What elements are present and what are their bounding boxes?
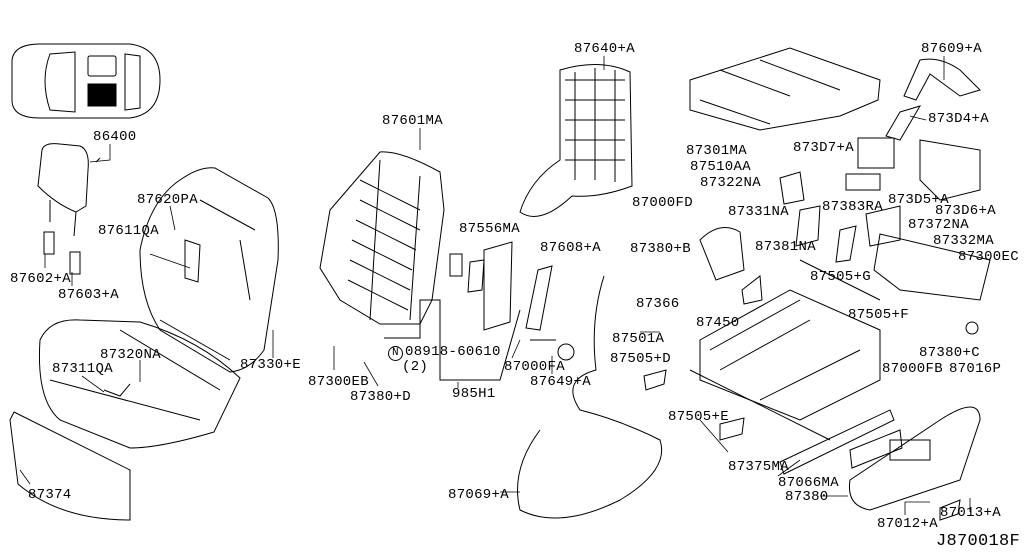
part-number-08918: 08918-60610 [405, 344, 501, 360]
part-label-87069A[interactable]: 87069+A [448, 487, 509, 503]
part-label-87505E[interactable]: 87505+E [668, 409, 729, 425]
part-quantity: (2) [402, 359, 429, 375]
part-label-87301MA[interactable]: 87301MA [686, 143, 747, 159]
part-label-87380[interactable]: 87380 [785, 489, 829, 505]
part-label-87603A[interactable]: 87603+A [58, 287, 119, 303]
part-label-87000FB[interactable]: 87000FB [882, 361, 943, 377]
part-label-87380B[interactable]: 87380+B [630, 241, 691, 257]
seatback-frame-87601MA [319, 151, 445, 325]
part-label-87372NA[interactable]: 87372NA [908, 217, 969, 233]
seat-front-trim-87374 [9, 411, 131, 521]
leader-lines [19, 56, 971, 515]
bracket-985H1 [384, 299, 521, 381]
part-label-87649A[interactable]: 87649+A [530, 374, 591, 390]
part-label-87602A[interactable]: 87602+A [10, 271, 71, 287]
part-label-985H1[interactable]: 985H1 [452, 386, 496, 402]
part-label-87066MA[interactable]: 87066MA [778, 475, 839, 491]
part-label-87383RA[interactable]: 87383RA [822, 199, 883, 215]
part-label-87012A[interactable]: 87012+A [877, 516, 938, 532]
harness-87069A [517, 275, 663, 519]
part-label-87332MA[interactable]: 87332MA [933, 233, 994, 249]
part-label-87608A[interactable]: 87608+A [540, 240, 601, 256]
part-label-873D7A[interactable]: 873D7+A [793, 140, 854, 156]
vehicle-locator-icon [11, 43, 161, 119]
part-label-87380C[interactable]: 87380+C [919, 345, 980, 361]
part-label-87300EC[interactable]: 87300EC [958, 249, 1019, 265]
part-label-87611QA[interactable]: 87611QA [98, 223, 159, 239]
part-label-87375MA[interactable]: 87375MA [728, 459, 789, 475]
part-label-87601MA[interactable]: 87601MA [382, 113, 443, 129]
part-label-87450[interactable]: 87450 [696, 315, 740, 331]
part-label-87311QA[interactable]: 87311QA [52, 361, 113, 377]
seatback-cover [139, 167, 279, 373]
part-label-87556MA[interactable]: 87556MA [459, 221, 520, 237]
part-label-87000FA[interactable]: 87000FA [504, 359, 565, 375]
part-label-87510AA[interactable]: 87510AA [690, 159, 751, 175]
seat-side-panel-87380 [779, 406, 981, 511]
part-label-873D5A[interactable]: 873D5+A [888, 192, 949, 208]
part-label-87620PA[interactable]: 87620PA [137, 192, 198, 208]
part-label-87501A[interactable]: 87501A [612, 331, 665, 347]
part-label-87374[interactable]: 87374 [28, 487, 72, 503]
part-label-87016P[interactable]: 87016P [949, 361, 1002, 377]
part-label-873D6A[interactable]: 873D6+A [935, 203, 996, 219]
cushion-pan-87301MA [689, 47, 881, 131]
headrest-86400 [37, 143, 101, 275]
diagram-code: J870018F [936, 532, 1021, 551]
part-label-87000FD[interactable]: 87000FD [632, 195, 693, 211]
part-label-87640A[interactable]: 87640+A [574, 41, 635, 57]
part-label-87322NA[interactable]: 87322NA [700, 175, 761, 191]
side-airbag-985H1 [449, 241, 575, 361]
part-label-87609A[interactable]: 87609+A [921, 41, 982, 57]
part-label-87300EB[interactable]: 87300EB [308, 374, 369, 390]
part-label-87381NA[interactable]: 87381NA [755, 239, 816, 255]
part-label-873D4A[interactable]: 873D4+A [928, 111, 989, 127]
part-label-87505G[interactable]: 87505+G [810, 269, 871, 285]
part-label-87505D[interactable]: 87505+D [610, 351, 671, 367]
part-label-87331NA[interactable]: 87331NA [728, 204, 789, 220]
seatback-board-87640A [519, 63, 633, 217]
part-label-87330E[interactable]: 87330+E [240, 357, 301, 373]
part-label-87505F[interactable]: 87505+F [848, 307, 909, 323]
part-label-87013A[interactable]: 87013+A [940, 505, 1001, 521]
seat-adjuster-87450 [689, 259, 881, 441]
part-label-87366[interactable]: 87366 [636, 296, 680, 312]
n-circle-icon: N [388, 346, 403, 361]
part-label-87320NA[interactable]: 87320NA [100, 347, 161, 363]
motor-parts [643, 58, 991, 521]
part-label-86400[interactable]: 86400 [93, 129, 137, 145]
seat-cushion [38, 319, 241, 449]
part-label-87380D[interactable]: 87380+D [350, 389, 411, 405]
